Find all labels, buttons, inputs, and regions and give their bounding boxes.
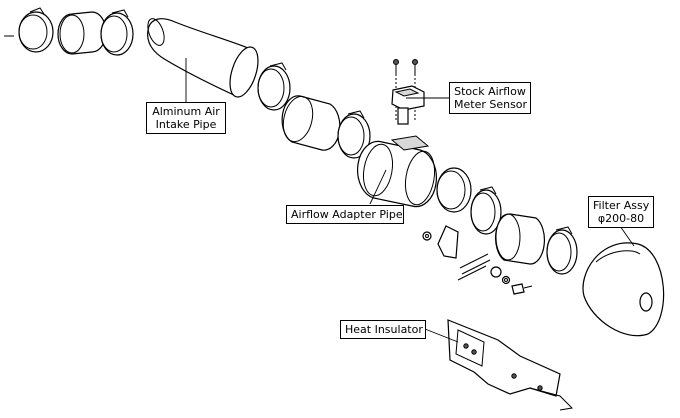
hose-clamp-5 bbox=[436, 167, 472, 213]
aluminum-intake-pipe bbox=[147, 18, 259, 98]
label-line: Airflow Adapter Pipe bbox=[291, 208, 403, 221]
hose-clamp-6 bbox=[470, 186, 502, 235]
leader-heat-insulator bbox=[424, 328, 459, 343]
label-stock-airflow-meter-sensor: Stock Airflow Meter Sensor bbox=[449, 82, 531, 114]
hose-clamp-4 bbox=[337, 110, 371, 159]
airflow-meter-sensor bbox=[391, 85, 425, 125]
hose-clamp-1 bbox=[18, 7, 54, 53]
label-heat-insulator: Heat Insulator bbox=[340, 320, 426, 339]
label-airflow-adapter-pipe: Airflow Adapter Pipe bbox=[286, 205, 404, 224]
label-line: Alminum Air bbox=[152, 105, 220, 118]
label-line: φ200-80 bbox=[597, 212, 645, 225]
label-line: Intake Pipe bbox=[155, 118, 217, 131]
rubber-hose-2 bbox=[281, 95, 341, 151]
filter-assy bbox=[582, 242, 665, 337]
leader-filter bbox=[619, 225, 635, 247]
label-filter-assy: Filter Assy φ200-80 bbox=[588, 196, 654, 228]
rubber-hose-1 bbox=[57, 11, 107, 55]
hose-clamp-7 bbox=[546, 226, 578, 275]
label-line: Meter Sensor bbox=[454, 98, 528, 111]
hose-clamp-3 bbox=[257, 62, 291, 111]
bracket-and-bolts bbox=[422, 225, 533, 295]
rubber-hose-3 bbox=[494, 213, 546, 265]
label-aluminum-intake-pipe: Alminum Air Intake Pipe bbox=[146, 102, 226, 134]
label-line: Stock Airflow bbox=[454, 85, 526, 98]
airflow-adapter-pipe bbox=[357, 135, 437, 208]
hose-clamp-2 bbox=[100, 9, 134, 56]
label-line: Filter Assy bbox=[593, 199, 650, 212]
label-line: Heat Insulator bbox=[345, 323, 423, 336]
leader-adapter-pipe bbox=[369, 169, 387, 205]
heat-insulator bbox=[447, 319, 574, 411]
